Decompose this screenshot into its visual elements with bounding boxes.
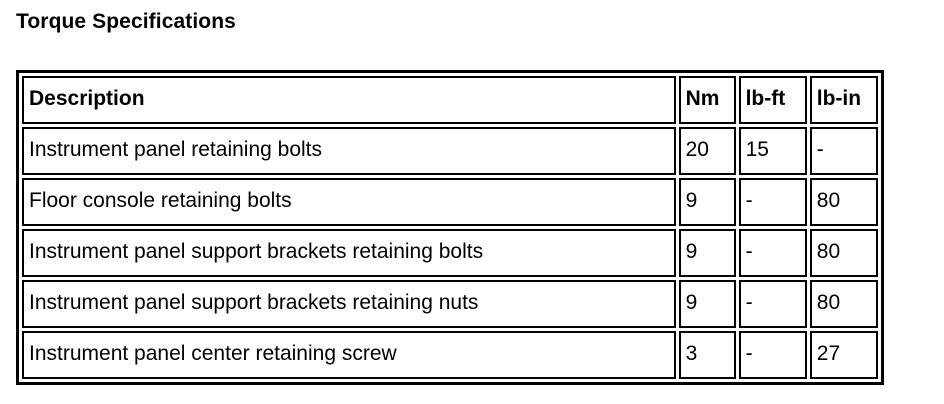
table-row: Instrument panel center retaining screw … [22, 331, 878, 379]
table-row: Floor console retaining bolts 9 - 80 [22, 178, 878, 226]
cell-lb-ft: 15 [738, 127, 807, 175]
cell-nm: 20 [678, 127, 736, 175]
cell-lb-in: 80 [809, 280, 878, 328]
cell-lb-ft: - [738, 178, 807, 226]
cell-nm: 3 [678, 331, 736, 379]
table-body: Instrument panel retaining bolts 20 15 -… [22, 127, 878, 379]
column-header-description: Description [22, 76, 676, 124]
cell-description: Instrument panel support brackets retain… [22, 280, 676, 328]
table-header: Description Nm lb-ft lb-in [22, 76, 878, 124]
torque-specifications-table-wrapper: Description Nm lb-ft lb-in Instrument pa… [16, 70, 884, 385]
cell-nm: 9 [678, 178, 736, 226]
cell-nm: 9 [678, 229, 736, 277]
cell-lb-ft: - [738, 331, 807, 379]
page-title: Torque Specifications [16, 10, 236, 33]
table-row: Instrument panel support brackets retain… [22, 229, 878, 277]
column-header-lb-in: lb-in [809, 76, 878, 124]
column-header-nm: Nm [678, 76, 736, 124]
cell-description: Instrument panel center retaining screw [22, 331, 676, 379]
table-header-row: Description Nm lb-ft lb-in [22, 76, 878, 124]
cell-lb-in: 80 [809, 178, 878, 226]
cell-description: Floor console retaining bolts [22, 178, 676, 226]
table-row: Instrument panel retaining bolts 20 15 - [22, 127, 878, 175]
column-header-lb-ft: lb-ft [738, 76, 807, 124]
cell-lb-ft: - [738, 229, 807, 277]
cell-lb-in: - [809, 127, 878, 175]
table-row: Instrument panel support brackets retain… [22, 280, 878, 328]
cell-lb-ft: - [738, 280, 807, 328]
cell-nm: 9 [678, 280, 736, 328]
torque-specifications-table: Description Nm lb-ft lb-in Instrument pa… [16, 70, 884, 385]
cell-description: Instrument panel retaining bolts [22, 127, 676, 175]
cell-lb-in: 27 [809, 331, 878, 379]
cell-description: Instrument panel support brackets retain… [22, 229, 676, 277]
cell-lb-in: 80 [809, 229, 878, 277]
